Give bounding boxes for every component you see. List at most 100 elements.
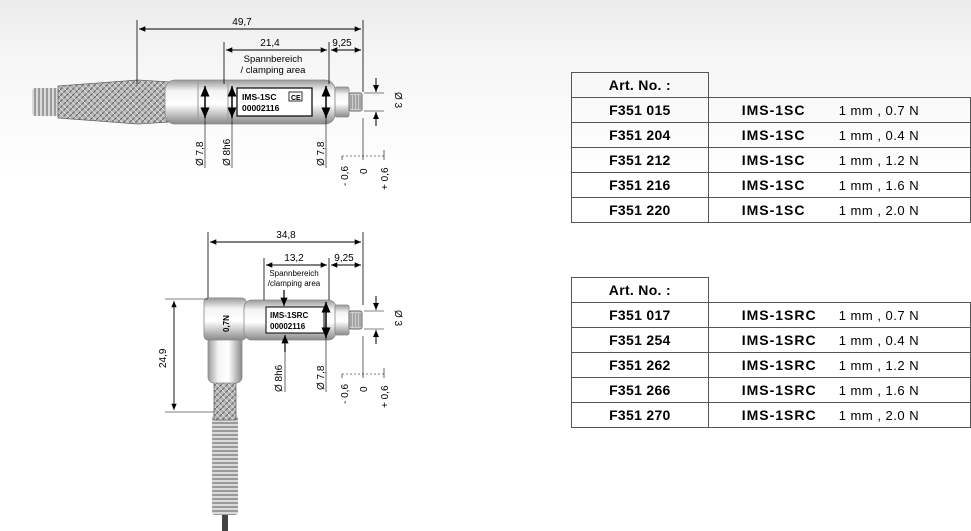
product-cell: IMS-1SRC 1 mm , 0.7 N [707,302,971,328]
serial-label: 00002116 [242,103,280,113]
model-name: IMS-1SC [741,127,806,143]
travel-zero: 0 [359,168,370,174]
label-plate-bottom [265,306,325,334]
art-number: F351 212 [571,147,709,173]
travel-minus-bottom: - 0,6 [340,384,351,404]
art-number: F351 254 [571,327,709,353]
model-name: IMS-1SRC [741,382,817,398]
spec-text: 1 mm , 2.0 N [838,408,920,423]
model-name: IMS-1SC [741,177,806,193]
dim-dia-7-8-bottom: Ø 7,8 [316,365,327,390]
cable-wire [222,515,228,531]
dim-clamp-length: 21,4 [260,38,280,49]
model-name: IMS-1SC [741,202,806,218]
clamp-label-bottom-line1: Spannbereich [269,269,318,278]
dim-height: 24,9 [158,348,169,368]
dim-total-length: 49,7 [232,17,252,28]
ce-mark [288,91,303,102]
model-label: IMS-1SC [242,92,276,102]
product-cell: IMS-1SC 1 mm , 0.4 N [707,122,971,148]
table-row: F351 220 IMS-1SC 1 mm , 2.0 N [571,197,971,223]
product-cell: IMS-1SRC 1 mm , 1.6 N [707,377,971,403]
table-row: F351 216 IMS-1SC 1 mm , 1.6 N [571,172,971,198]
dim-dia-3-bottom: Ø 3 [392,310,403,327]
article-table-right-angle: Art. No. : F351 017 IMS-1SRC 1 mm , 0.7 N… [571,277,971,428]
dim-dia-8h6-bottom: Ø 8h6 [274,364,285,392]
spec-text: 1 mm , 1.6 N [838,178,920,193]
table-row: F351 266 IMS-1SRC 1 mm , 1.6 N [571,377,971,403]
art-number: F351 017 [571,302,709,328]
travel-zero-bottom: 0 [359,386,370,392]
model-name: IMS-1SRC [741,332,817,348]
dim-total-length-bottom: 34,8 [276,230,296,241]
spec-text: 1 mm , 0.7 N [838,308,920,323]
cable-braid-vertical [213,379,237,421]
spec-text: 1 mm , 1.2 N [838,358,920,373]
dim-dia-7-8-left: Ø 7,8 [195,141,206,166]
art-number: F351 204 [571,122,709,148]
table-row: F351 254 IMS-1SRC 1 mm , 0.4 N [571,327,971,353]
sensor-tip-bottom [348,310,363,330]
table-row: F351 204 IMS-1SC 1 mm , 0.4 N [571,122,971,148]
product-cell: IMS-1SC 1 mm , 1.2 N [707,147,971,173]
art-number: F351 262 [571,352,709,378]
model-label-bottom: IMS-1SRC [270,311,308,320]
table-row: F351 262 IMS-1SRC 1 mm , 1.2 N [571,352,971,378]
cable-spring-vertical [212,415,238,515]
ce-mark-text: CE [291,95,301,102]
sensor-tip [348,92,363,112]
travel-plus-bottom: + 0,6 [380,385,391,408]
art-number: F351 270 [571,402,709,428]
dim-dia-7-8-right: Ø 7,8 [316,141,327,166]
model-name: IMS-1SC [741,102,806,118]
spec-text: 1 mm , 1.2 N [838,153,920,168]
dim-dia-3: Ø 3 [392,92,403,109]
model-name: IMS-1SC [741,152,806,168]
travel-plus: + 0,6 [380,167,391,190]
sensor-straight: IMS-1SC CE 00002116 49,7 21,4 9,25 Spann… [32,17,403,190]
travel-minus: - 0,6 [340,166,351,186]
table-header-art-no: Art. No. : [571,72,709,98]
product-cell: IMS-1SC 1 mm , 2.0 N [707,197,971,223]
product-cell: IMS-1SRC 1 mm , 1.2 N [707,352,971,378]
table-header-row: Art. No. : [571,277,971,303]
model-name: IMS-1SRC [741,407,817,423]
table-row: F351 212 IMS-1SC 1 mm , 1.2 N [571,147,971,173]
table-row: F351 015 IMS-1SC 1 mm , 0.7 N [571,97,971,123]
clamp-label-line1: Spannbereich [244,54,303,65]
spec-text: 1 mm , 0.4 N [838,333,920,348]
clamp-label-bottom-line2: /clamping area [268,279,321,288]
cable-spring [32,88,60,116]
cable-braid [57,79,171,125]
model-name: IMS-1SRC [741,307,817,323]
spec-text: 1 mm , 0.7 N [838,103,920,118]
dim-tip-length-bottom: 9,25 [334,253,354,264]
force-label: 0,7N [222,315,231,332]
spec-text: 1 mm , 2.0 N [838,203,920,218]
clamp-label-line2: / clamping area [241,65,307,76]
sensor-tip-collar-bottom [334,304,350,336]
model-name: IMS-1SRC [741,357,817,373]
dim-dia-8h6: Ø 8h6 [222,138,233,166]
art-number: F351 015 [571,97,709,123]
sensor-tip-collar [334,86,350,118]
serial-label-bottom: 00002116 [270,322,306,331]
table-header-art-no: Art. No. : [571,277,709,303]
product-cell: IMS-1SRC 1 mm , 2.0 N [707,402,971,428]
table-header-row: Art. No. : [571,72,971,98]
product-cell: IMS-1SC 1 mm , 0.7 N [707,97,971,123]
art-number: F351 220 [571,197,709,223]
dim-tip-length: 9,25 [332,38,352,49]
technical-drawing: IMS-1SC CE 00002116 49,7 21,4 9,25 Spann… [32,17,403,531]
spec-text: 1 mm , 1.6 N [838,383,920,398]
product-cell: IMS-1SRC 1 mm , 0.4 N [707,327,971,353]
sensor-right-angle: 0,7N IMS-1SRC 00002116 34,8 13,2 9,25 Sp… [158,230,403,531]
art-number: F351 266 [571,377,709,403]
dim-clamp-length-bottom: 13,2 [284,253,304,264]
product-cell: IMS-1SC 1 mm , 1.6 N [707,172,971,198]
table-row: F351 017 IMS-1SRC 1 mm , 0.7 N [571,302,971,328]
table-row: F351 270 IMS-1SRC 1 mm , 2.0 N [571,402,971,428]
art-number: F351 216 [571,172,709,198]
spec-text: 1 mm , 0.4 N [838,128,920,143]
